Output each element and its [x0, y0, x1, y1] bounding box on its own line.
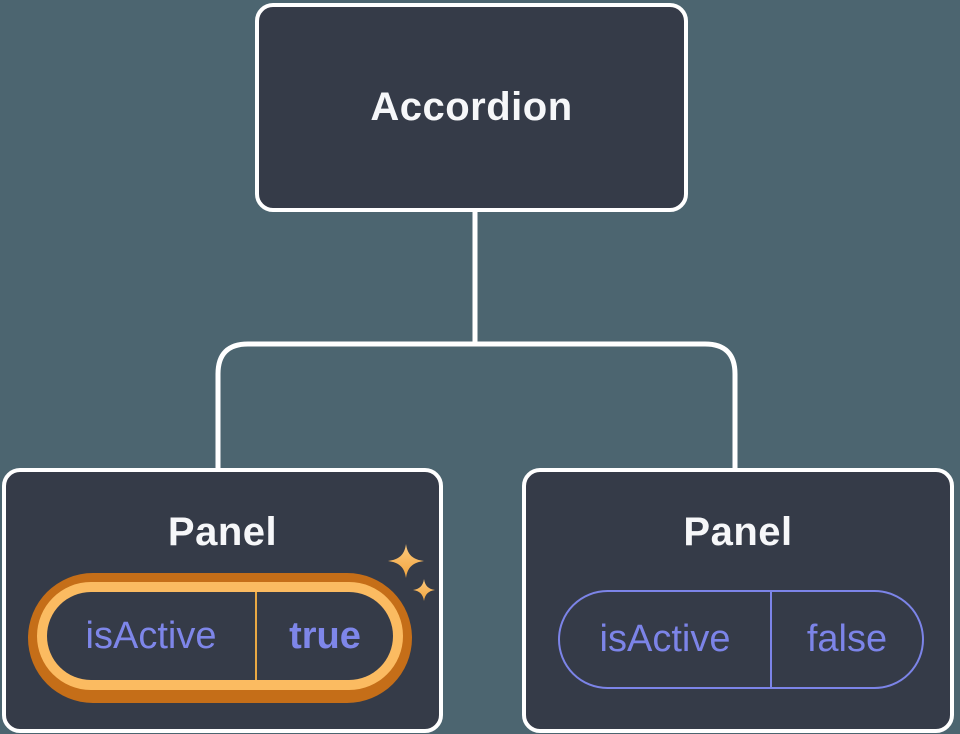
state-pill-active-ring: isActive true — [37, 582, 403, 690]
node-panel-label: Panel — [683, 510, 793, 554]
node-panel-active: Panel isActive true — [2, 468, 443, 733]
node-accordion-label: Accordion — [370, 85, 573, 129]
state-pill-inactive: isActive false — [558, 590, 924, 689]
state-value-label: true — [289, 614, 361, 657]
node-panel-inactive: Panel isActive false — [522, 468, 954, 733]
state-value-label: false — [806, 618, 888, 660]
state-prop-label: isActive — [85, 614, 217, 657]
pill-divider — [770, 592, 772, 687]
state-prop-label: isActive — [599, 618, 731, 660]
pill-divider — [255, 592, 257, 680]
node-panel-label: Panel — [167, 510, 278, 554]
node-accordion: Accordion — [255, 3, 688, 212]
state-pill-active: isActive true — [28, 573, 412, 703]
state-pill-active-body: isActive true — [47, 592, 393, 680]
